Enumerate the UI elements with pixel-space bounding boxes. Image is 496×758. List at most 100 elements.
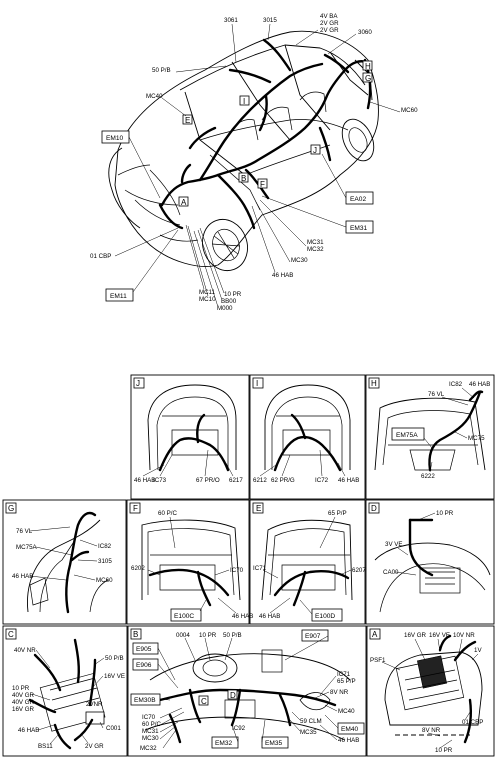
label-e-f: 46 HAB: [232, 613, 253, 620]
leader-line: [261, 195, 347, 228]
harness-segment: [453, 640, 477, 662]
label-h-c: 2VNR: [86, 701, 103, 708]
label-a-a: 16V GR: [404, 632, 427, 639]
leader-line: [267, 23, 271, 41]
label-d-j: 6217: [229, 477, 243, 484]
label-ea02: EA02: [350, 196, 366, 203]
outline-shape: [299, 91, 327, 113]
label-b-f: 6202: [131, 565, 145, 572]
label-e-b: E905: [136, 646, 152, 653]
label-c-e: 6207: [352, 567, 366, 574]
outline-shape: [269, 528, 347, 596]
panel-b-letter: B: [133, 630, 138, 639]
label-r-b: EM32: [215, 740, 233, 747]
label-a-b: 0004: [176, 632, 190, 639]
outline-shape: [149, 169, 181, 216]
main-car-view: E I H G J B F A 3061 3015 4V BA 2V GR 2V…: [90, 13, 418, 312]
outline-shape: [404, 669, 460, 701]
outline-shape: [348, 127, 368, 153]
leader-line: [29, 526, 98, 581]
label-a-g: 76 VL: [16, 528, 33, 535]
outline-shape: [244, 144, 331, 176]
label-v-b: EM40: [341, 726, 359, 733]
label-m000: M000: [217, 305, 233, 312]
leader-line: [31, 649, 105, 745]
outline-shape: [368, 502, 380, 514]
panel-h-frame: [365, 374, 495, 500]
outline-shape: [124, 189, 179, 206]
harness-segment: [53, 723, 72, 750]
label-d-b: E907: [305, 633, 321, 640]
label-c-c: 16V VE: [104, 673, 125, 680]
harness-segment: [188, 126, 217, 150]
outline-shape: [238, 172, 249, 183]
panel-e-letter: E: [256, 504, 261, 513]
label-a-h: IC82: [449, 381, 463, 388]
point-g-marker: G: [362, 72, 373, 83]
label-c-g: IC82: [98, 543, 112, 550]
leader-line: [157, 635, 339, 749]
label-2vgr: 2V GR: [320, 20, 339, 27]
label-f-c: 40V GR: [12, 699, 35, 706]
label-k-c: BS11: [38, 743, 53, 750]
label-y-b: D: [230, 691, 236, 700]
label-g-c: 16V GR: [12, 706, 35, 713]
harness-segment: [148, 568, 230, 597]
panel-a-letter: A: [372, 630, 378, 639]
leader-line: [251, 205, 276, 273]
rear-wheel: [341, 118, 375, 162]
label-50pb: 50 P/B: [152, 67, 171, 74]
panel-i-letter: I: [256, 379, 258, 388]
label-a-d: 10 PR: [436, 510, 454, 517]
label-h-b: 65 P/P: [337, 678, 356, 685]
outline-shape: [5, 628, 17, 640]
label-e-h: MC75: [468, 435, 485, 442]
outline-shape: [310, 144, 321, 155]
em35-box: [261, 736, 289, 749]
label-10pr: 10 PR: [224, 291, 242, 298]
outline-shape: [281, 564, 336, 591]
harness-segment: [428, 390, 482, 472]
leader-line: [161, 97, 187, 117]
panel-h-letter: H: [371, 379, 377, 388]
e100d-box: [311, 608, 343, 622]
label-t-b: 59 CLM: [300, 718, 322, 725]
panel-e-frame: [249, 499, 366, 625]
harness-segment: [158, 203, 184, 230]
point-e-marker: E: [182, 114, 193, 125]
outline-shape: [425, 571, 455, 585]
point-f-marker: F: [257, 178, 268, 189]
harness-segment: [196, 570, 212, 607]
label-o-b: MC30: [142, 735, 159, 742]
label-mc10: MC10: [199, 296, 216, 303]
label-b-h: 46 HAB: [469, 381, 490, 388]
outline-shape: [229, 119, 259, 141]
outline-shape: [108, 147, 141, 229]
label-c-d: CA00: [383, 569, 399, 576]
outline-shape: [368, 377, 380, 389]
outline-shape: [369, 628, 381, 640]
label-mc30: MC30: [291, 257, 308, 264]
harness-segment: [230, 688, 242, 727]
label-bb00: BB00: [221, 298, 237, 305]
harness-segment: [463, 698, 472, 744]
leader-line: [369, 101, 401, 113]
outline-shape: [130, 628, 142, 640]
label-e-c: 40V GR: [12, 692, 35, 699]
label-3061: 3061: [224, 17, 238, 24]
leader-line: [395, 512, 436, 576]
leader-line: [295, 29, 319, 46]
harness-segment: [318, 126, 332, 162]
label-f-a: 01 CBP: [462, 719, 483, 726]
outline-shape: [264, 384, 351, 470]
label-s-b: EM35: [265, 740, 283, 747]
panel-j-letter: J: [136, 379, 140, 388]
harness-segment: [468, 390, 484, 402]
outline-shape: [159, 564, 216, 591]
label-b-j: IC73: [153, 477, 167, 484]
outline-shape: [159, 234, 199, 242]
label-q-b: IC92: [232, 725, 246, 732]
label-d-h: EM75A: [396, 432, 418, 439]
label-n-b: MC31: [142, 728, 159, 735]
outline-shape: [257, 178, 268, 189]
